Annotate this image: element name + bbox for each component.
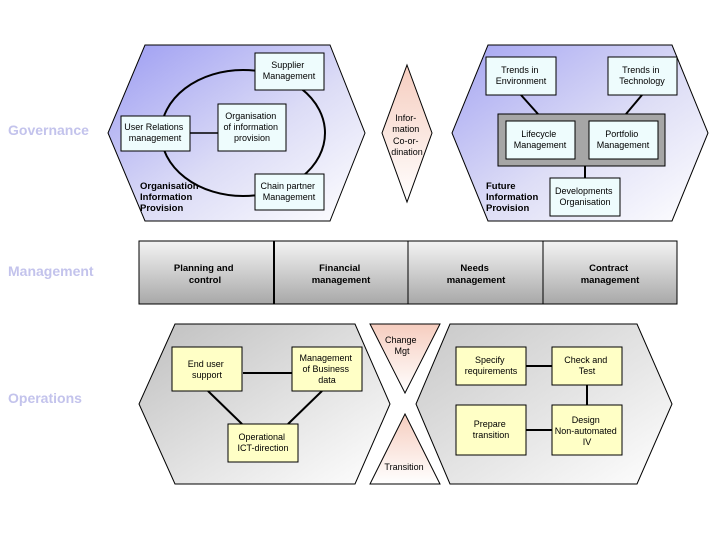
svg-text:Check and Test: Check and Test: [564, 355, 610, 376]
change-mgt-triangle: Change Mgt: [369, 323, 441, 395]
trends-technology-box: Trends in Technology: [607, 56, 678, 96]
management-label: Management: [8, 263, 94, 279]
svg-text:End user support: End user support: [188, 359, 227, 380]
specify-requirements-box: Specify requirements: [455, 346, 527, 386]
svg-text:Lifecycle Management: Lifecycle Management: [514, 129, 567, 150]
svg-text:Trends in Environment: Trends in Environment: [496, 65, 547, 86]
organisation-information-provision-caption: Organisation Information Provision: [140, 181, 201, 214]
lifecycle-management-box: Lifecycle Management: [505, 120, 576, 160]
governance-label: Governance: [8, 122, 89, 138]
operational-ict-direction-box: Operational ICT-direction: [227, 423, 299, 463]
planning-and-control-cell: Planning and control: [174, 263, 236, 286]
svg-text:Transition: Transition: [384, 462, 423, 472]
needs-management-cell: Needs management: [447, 263, 506, 286]
svg-text:Prepare transition: Prepare transition: [473, 419, 510, 440]
transition-triangle: Transition: [369, 412, 441, 485]
business-data-box: Management of Business data: [291, 346, 363, 392]
future-information-provision-caption: Future Information Provision: [486, 181, 541, 214]
svg-text:Change Mgt: Change Mgt: [385, 335, 419, 356]
prepare-transition-box: Prepare transition: [455, 404, 527, 456]
chain-partner-box: Chain partner Management: [254, 173, 325, 211]
financial-management-cell: Financial management: [312, 263, 371, 286]
supplier-management-box: Supplier Management: [254, 52, 325, 91]
svg-text:Infor- mation Co-o: Infor- mation Co-or- dination: [391, 113, 423, 157]
operations-right-hexagon: [415, 323, 673, 485]
svg-text:Supplier Management: Supplier Management: [263, 60, 316, 81]
end-user-support-box: End user support: [171, 346, 243, 392]
user-relations-box: User Relations management: [120, 115, 191, 152]
svg-text:Trends in Technology: Trends in Technology: [619, 65, 665, 86]
svg-text:Management of Business: Management of Business data: [299, 353, 354, 385]
svg-text:Developments Organisatio: Developments Organisation: [555, 186, 615, 207]
svg-text:Chain partner Management: Chain partner Management: [260, 181, 317, 202]
svg-text:Operational ICT-directio: Operational ICT-direction: [237, 432, 288, 453]
operations-label: Operations: [8, 390, 82, 406]
svg-text:User Relations managemen: User Relations management: [124, 122, 186, 143]
svg-text:Design Non-automated: Design Non-automated IV: [555, 415, 620, 447]
svg-text:Organisation of informat: Organisation of information provision: [223, 111, 280, 143]
check-and-test-box: Check and Test: [551, 346, 623, 386]
developments-organisation-box: Developments Organisation: [549, 177, 621, 217]
trends-environment-box: Trends in Environment: [485, 56, 557, 96]
management-bar: [138, 240, 678, 305]
svg-text:Specify requirements: Specify requirements: [465, 355, 518, 376]
portfolio-management-box: Portfolio Management: [588, 120, 659, 160]
contract-management-cell: Contract management: [581, 263, 640, 286]
information-coordination-diamond: Infor- mation Co-or- dination: [381, 63, 433, 204]
organisation-of-information-box: Organisation of information provision: [217, 103, 287, 152]
design-non-automated-box: Design Non-automated IV: [551, 404, 623, 456]
svg-text:Portfolio Management: Portfolio Management: [597, 129, 650, 150]
